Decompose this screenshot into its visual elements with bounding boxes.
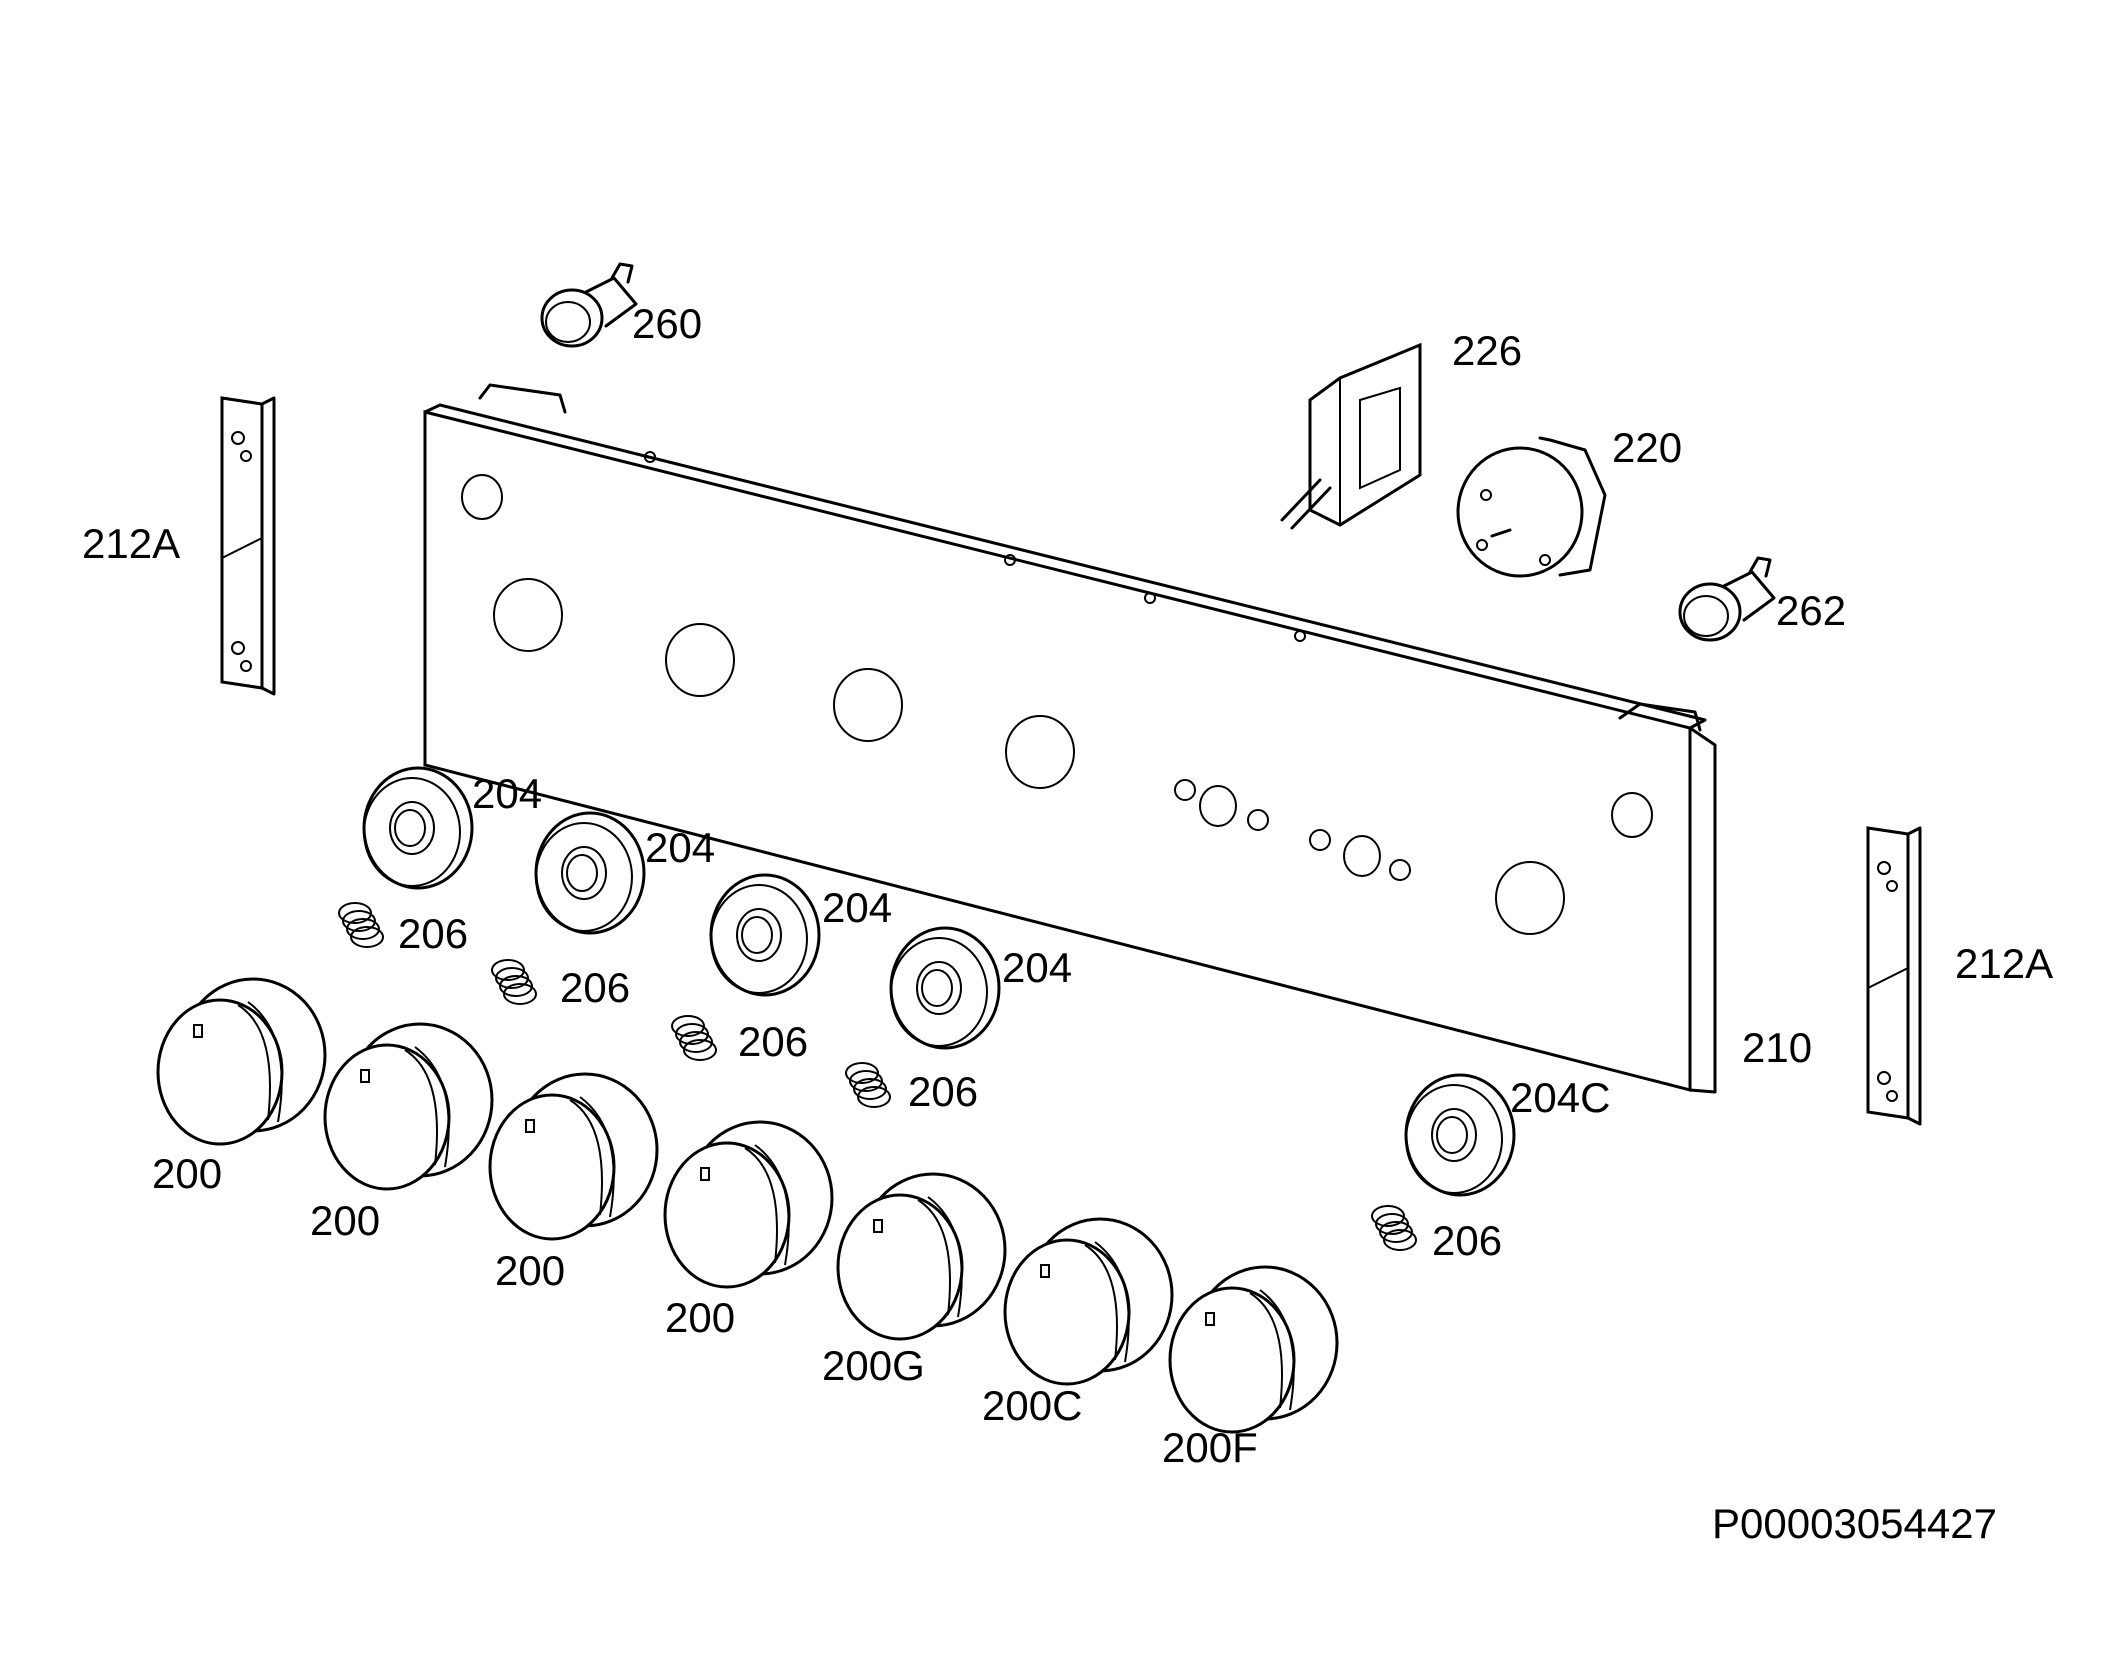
callout-200f: 200F: [1162, 1424, 1258, 1471]
control-knob-200f: [1168, 1265, 1339, 1434]
control-knob-4: [663, 1120, 834, 1289]
callout-212a-right: 212A: [1955, 940, 2053, 987]
timer-220-part: [1456, 436, 1607, 578]
callout-204-3: 204: [822, 884, 892, 931]
knob-ring-2: [534, 811, 646, 935]
spring-1: [338, 902, 384, 948]
control-panel: [423, 383, 1717, 1094]
callout-206-5: 206: [1432, 1217, 1502, 1264]
callout-226: 226: [1452, 327, 1522, 374]
callout-262: 262: [1776, 587, 1846, 634]
part-number: P00003054427: [1712, 1500, 1997, 1547]
right-side-bracket: [1866, 826, 1922, 1126]
control-knob-2: [323, 1022, 494, 1191]
control-knob-200g: [836, 1172, 1007, 1341]
callout-204-1: 204: [472, 770, 542, 817]
callout-210: 210: [1742, 1024, 1812, 1071]
spring-4: [845, 1062, 891, 1108]
spring-2: [491, 959, 537, 1005]
callout-200-3: 200: [495, 1247, 565, 1294]
callout-206-3: 206: [738, 1018, 808, 1065]
thermostat-226-part: [1280, 342, 1422, 530]
callout-204-2: 204: [645, 824, 715, 871]
callout-200-4: 200: [665, 1294, 735, 1341]
knob-ring-4: [889, 926, 1001, 1050]
callout-212a-left: 212A: [82, 520, 180, 567]
callout-200-1: 200: [152, 1150, 222, 1197]
knob-ring-3: [709, 873, 821, 997]
switch-260-part: [540, 262, 638, 348]
control-knob-200c: [1003, 1217, 1174, 1386]
callout-260: 260: [632, 300, 702, 347]
left-side-bracket: [220, 396, 276, 696]
control-knob-3: [488, 1072, 659, 1241]
callout-206-4: 206: [908, 1068, 978, 1115]
control-knob-1: [156, 977, 327, 1146]
callout-200g: 200G: [822, 1342, 925, 1389]
callout-204c: 204C: [1510, 1074, 1610, 1121]
callout-206-1: 206: [398, 910, 468, 957]
callout-200-2: 200: [310, 1197, 380, 1244]
spring-3: [671, 1015, 717, 1061]
knob-ring-204c: [1404, 1073, 1516, 1197]
callout-220: 220: [1612, 424, 1682, 471]
switch-262-part: [1678, 556, 1776, 642]
spring-5: [1371, 1205, 1417, 1251]
callout-200c: 200C: [982, 1382, 1082, 1429]
knob-ring-1: [362, 766, 474, 890]
callout-204-4: 204: [1002, 944, 1072, 991]
callout-206-2: 206: [560, 964, 630, 1011]
